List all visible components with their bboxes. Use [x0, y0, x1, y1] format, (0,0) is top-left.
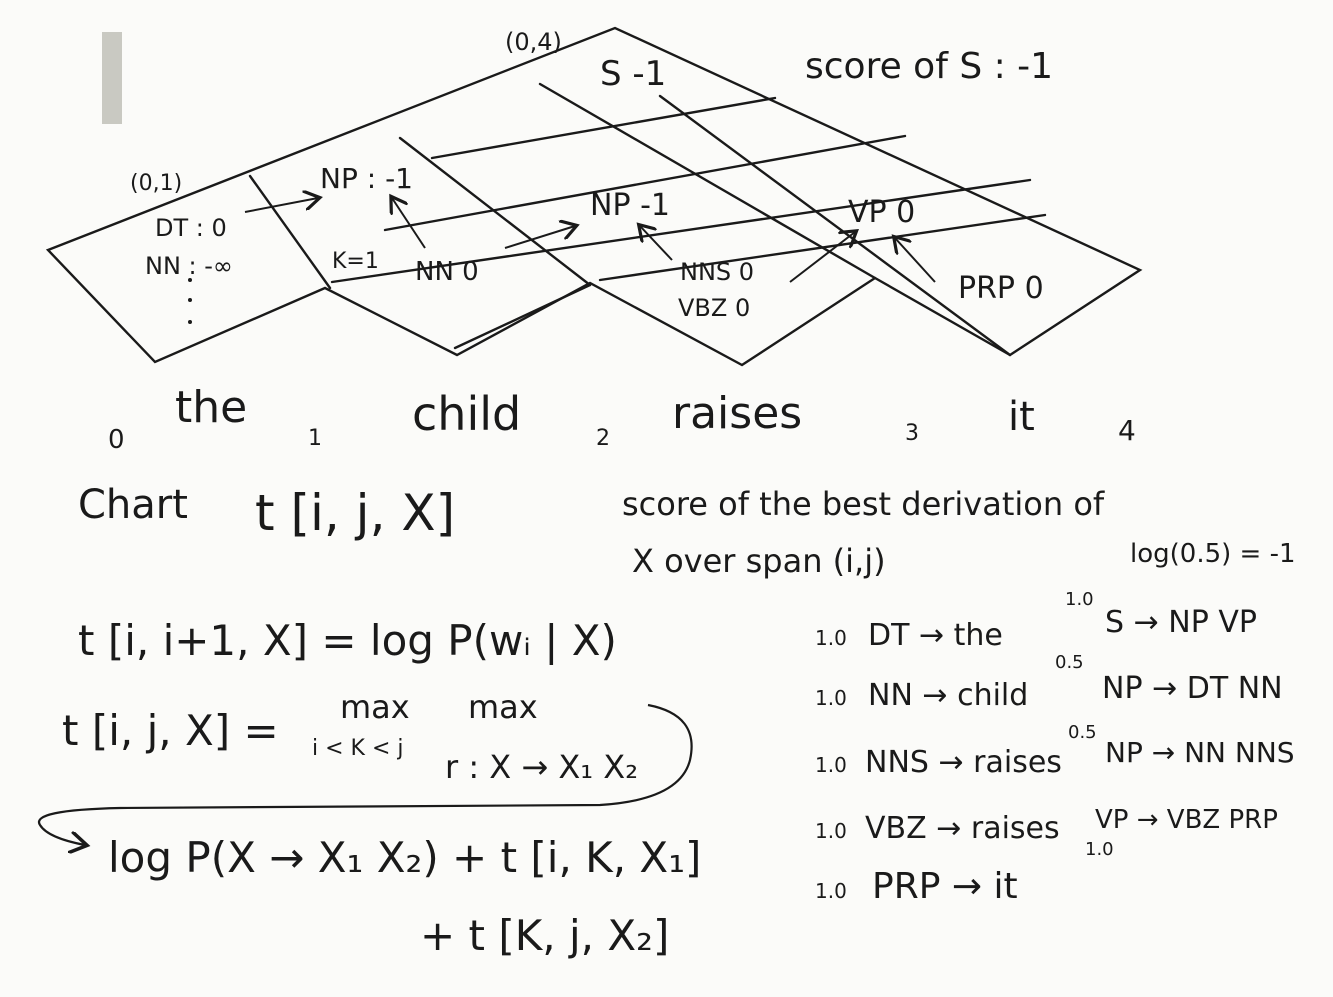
span-left-label: (0,1) [130, 171, 182, 196]
arrow-nn-np [392, 198, 426, 249]
chart-label: Chart [78, 482, 188, 528]
gram-prob-3: 1.0 [1085, 839, 1114, 860]
word-it: it [1008, 394, 1035, 440]
cell-s: S -1 [600, 54, 666, 94]
chart-grid [45, 26, 1143, 367]
grid-line [430, 96, 777, 160]
gram-rule-1: NP → DT NN [1102, 671, 1283, 706]
ellipsis-dots [188, 278, 192, 324]
index-1: 1 [308, 426, 322, 451]
span-top-label: (0,4) [505, 28, 562, 56]
score-note: score of S : -1 [805, 46, 1053, 87]
cell-dt: DT : 0 [155, 214, 227, 242]
max2-sub: r : X → X₁ X₂ [445, 748, 638, 786]
log-note: log(0.5) = -1 [1130, 539, 1296, 569]
continuation-arrow [37, 703, 693, 845]
max1-sub: i < K < j [312, 736, 404, 761]
index-3: 3 [905, 421, 919, 446]
grid-line [398, 136, 592, 287]
grey-bar [102, 32, 122, 124]
grid-line [538, 82, 877, 280]
cell-np1: NP : -1 [320, 162, 413, 195]
base-equation: t [i, i+1, X] = log P(wᵢ | X) [78, 616, 617, 665]
index-4: 4 [1118, 414, 1136, 447]
grid-line [330, 178, 1032, 284]
arrow-nns-np2 [640, 226, 673, 261]
arrow-prp-vp [895, 238, 936, 283]
lex-rule-3: VBZ → raises [865, 811, 1060, 846]
desc-line2: X over span (i,j) [632, 542, 886, 580]
grid-line [383, 134, 907, 232]
lex-rule-2: NNS → raises [865, 745, 1062, 780]
lex-prob-1: 1.0 [815, 686, 847, 710]
gram-prob-2: 0.5 [1068, 722, 1097, 743]
arrows [244, 198, 936, 283]
grammar-list: 1.0 S → NP VP 0.5 NP → DT NN 0.5 NP → NN… [1055, 589, 1295, 860]
max1: max [340, 688, 410, 726]
lex-prob-4: 1.0 [815, 879, 847, 903]
desc-line1: score of the best derivation of [622, 485, 1105, 523]
cell-prp: PRP 0 [958, 271, 1044, 306]
word-child: child [412, 387, 521, 441]
index-2: 2 [596, 426, 610, 451]
grid-line [248, 174, 332, 290]
lex-rule-1: NN → child [868, 678, 1028, 713]
cell-nns: NNS 0 [680, 258, 754, 286]
lexicon-list: 1.0 DT → the 1.0 NN → child 1.0 NNS → ra… [815, 618, 1062, 907]
cell-np2: NP -1 [590, 188, 670, 223]
rec-rhs: log P(X → X₁ X₂) + t [i, K, X₁] [108, 833, 701, 882]
index-0: 0 [108, 425, 125, 455]
gram-rule-0: S → NP VP [1105, 605, 1257, 640]
word-raises: raises [672, 388, 802, 439]
grid-line [658, 94, 1012, 357]
gram-prob-1: 0.5 [1055, 652, 1084, 673]
cell-vp: VP 0 [848, 195, 915, 230]
lex-prob-0: 1.0 [815, 626, 847, 650]
lex-rule-0: DT → the [868, 618, 1003, 653]
cell-nn: NN 0 [415, 257, 479, 287]
chart-expr: t [i, j, X] [255, 484, 455, 542]
word-the: the [175, 382, 247, 433]
arrow-vbz-vp [789, 232, 855, 283]
grid-line [598, 213, 1047, 282]
cell-k: K=1 [332, 249, 379, 274]
arrow-nn-np2 [504, 226, 575, 249]
lex-rule-4: PRP → it [872, 866, 1018, 907]
gram-prob-0: 1.0 [1065, 589, 1094, 610]
gram-rule-3: VP → VBZ PRP [1095, 805, 1278, 835]
rec-rhs2: + t [K, j, X₂] [420, 911, 669, 960]
lex-prob-3: 1.0 [815, 819, 847, 843]
lex-prob-2: 1.0 [815, 753, 847, 777]
rec-lhs: t [i, j, X] = [62, 706, 279, 755]
grid-line [453, 283, 592, 350]
cell-nn-inf: NN : -∞ [145, 252, 233, 280]
arrow-dt-np [244, 198, 318, 213]
cell-vbz: VBZ 0 [678, 294, 750, 322]
gram-rule-2: NP → NN NNS [1105, 736, 1295, 769]
max2: max [468, 688, 538, 726]
